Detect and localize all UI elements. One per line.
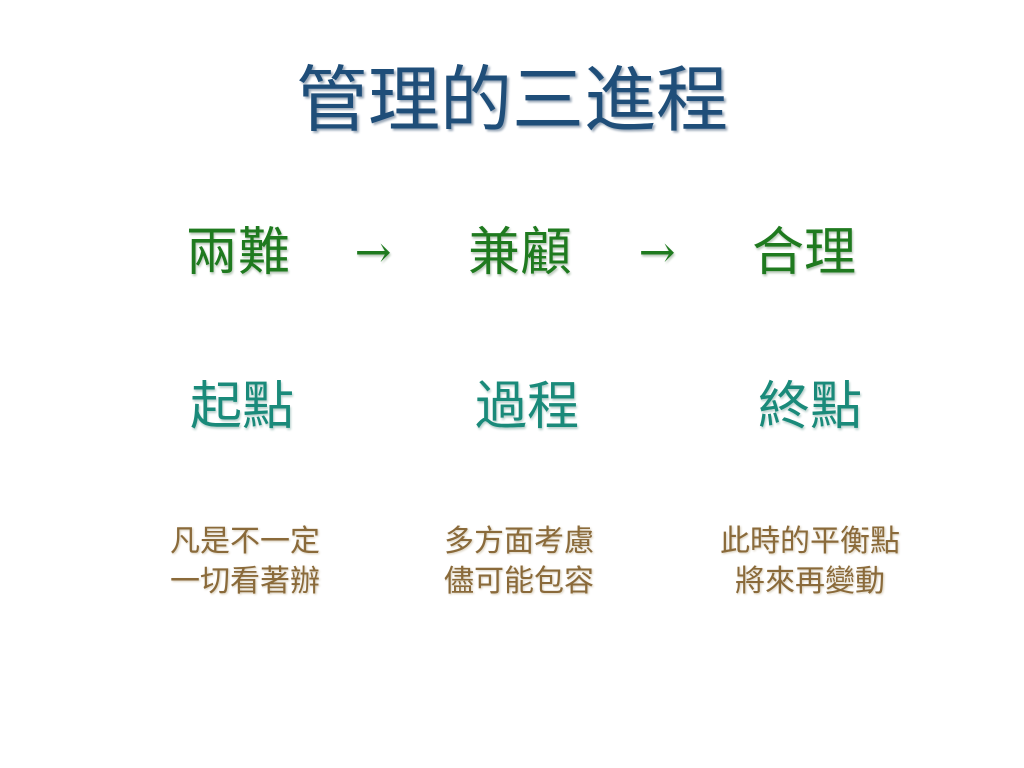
description-line: 多方面考慮 bbox=[444, 524, 594, 559]
description-line: 此時的平衡點 bbox=[720, 524, 900, 559]
phase-start: 起點 bbox=[189, 377, 294, 437]
phase-process: 過程 bbox=[474, 377, 579, 437]
arrow-icon: → bbox=[354, 227, 392, 278]
stage-balance: 兼顧 bbox=[467, 223, 572, 283]
slide-title: 管理的三進程 bbox=[295, 58, 728, 142]
phase-row: 起點 過程 終點 bbox=[0, 372, 1024, 442]
description-start: 凡是不一定 一切看著辦 bbox=[140, 522, 350, 602]
description-end: 此時的平衡點 將來再變動 bbox=[690, 522, 930, 602]
stage-reasonable: 合理 bbox=[751, 223, 856, 283]
description-line: 將來再變動 bbox=[735, 564, 885, 599]
description-line: 一切看著辦 bbox=[170, 564, 320, 599]
description-process: 多方面考慮 儘可能包容 bbox=[414, 522, 624, 602]
description-line: 儘可能包容 bbox=[444, 564, 594, 599]
stage-row: 兩難 → 兼顧 → 合理 bbox=[0, 218, 1024, 288]
stage-dilemma: 兩難 bbox=[185, 223, 290, 283]
arrow-icon: → bbox=[638, 227, 676, 278]
description-line: 凡是不一定 bbox=[170, 524, 320, 559]
phase-end: 終點 bbox=[757, 377, 862, 437]
